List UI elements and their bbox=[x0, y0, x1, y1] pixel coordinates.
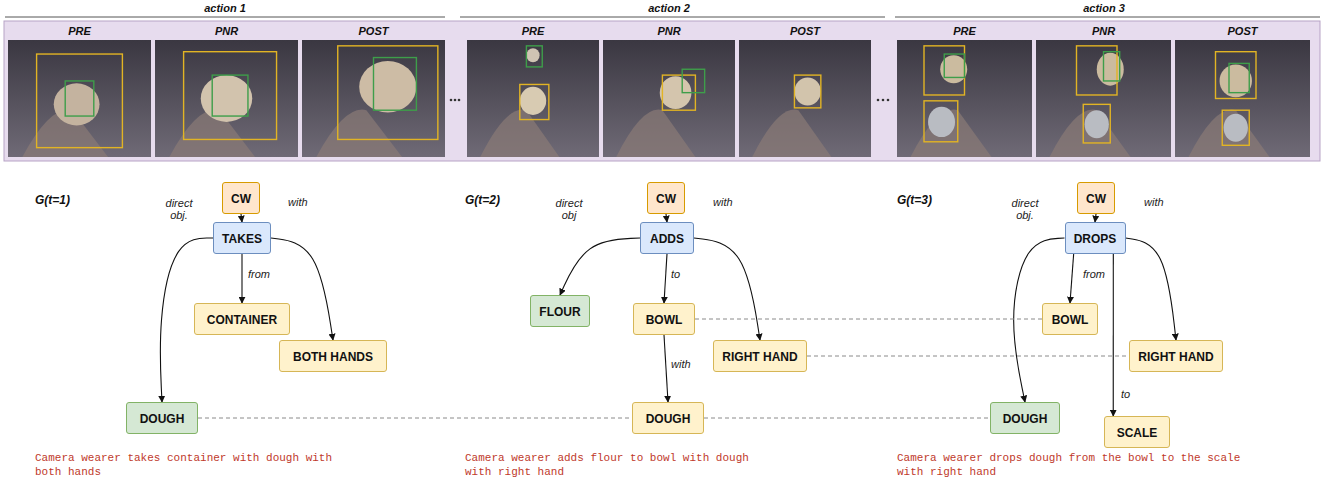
frame-tag: POST bbox=[790, 25, 820, 38]
identity-link bbox=[704, 418, 990, 419]
edge-label: with bbox=[287, 196, 309, 208]
node-label: SCALE bbox=[1117, 426, 1158, 440]
node-label: DOUGH bbox=[646, 412, 691, 426]
node-label: DOUGH bbox=[140, 412, 185, 426]
node-label: CW bbox=[1086, 192, 1106, 206]
object-node: SCALE bbox=[1104, 416, 1170, 448]
object-node: RIGHT HAND bbox=[1129, 340, 1223, 372]
object-node: BOTH HANDS bbox=[279, 340, 387, 372]
video-frame bbox=[739, 40, 871, 157]
caption-text: Camera wearer adds flour to bowl with do… bbox=[465, 451, 765, 479]
node-label: DROPS bbox=[1074, 232, 1117, 246]
graph-title: G(t=3) bbox=[897, 193, 932, 207]
frame-tag: POST bbox=[1228, 25, 1258, 38]
node-label: DOUGH bbox=[1003, 412, 1048, 426]
verb-node: DROPS bbox=[1065, 222, 1126, 254]
edge-label: direct obj. bbox=[1003, 197, 1047, 221]
ellipsis-dot bbox=[458, 99, 461, 102]
frame-tag: PRE bbox=[522, 25, 545, 38]
edge-label: from bbox=[1082, 268, 1106, 280]
video-frame bbox=[603, 40, 735, 157]
frame-tag: PRE bbox=[953, 25, 976, 38]
edge-label: with bbox=[670, 358, 692, 370]
edge-label: to bbox=[1120, 388, 1131, 400]
agent-node: CW bbox=[222, 182, 260, 214]
frame-tag: PRE bbox=[68, 25, 91, 38]
relation-arrow bbox=[1113, 254, 1114, 416]
video-frame bbox=[467, 40, 599, 157]
edge-label: to bbox=[670, 268, 681, 280]
frame-tag: PNR bbox=[1092, 25, 1115, 38]
node-label: ADDS bbox=[650, 232, 684, 246]
node-label: CW bbox=[231, 192, 251, 206]
video-band bbox=[4, 21, 1320, 161]
video-frame bbox=[8, 40, 151, 157]
frame-tag: POST bbox=[359, 25, 389, 38]
identity-link bbox=[695, 319, 1042, 320]
relation-arrow bbox=[560, 238, 640, 295]
ellipsis-dot bbox=[454, 99, 457, 102]
edge-label: from bbox=[247, 268, 271, 280]
relation-arrow bbox=[1070, 254, 1074, 303]
relation-arrow bbox=[1095, 214, 1096, 222]
graph-title: G(t=1) bbox=[35, 193, 70, 207]
caption-text: Camera wearer takes container with dough… bbox=[35, 451, 345, 479]
video-frame bbox=[1036, 40, 1171, 157]
object-node: DOUGH bbox=[632, 402, 704, 434]
relation-arrow bbox=[664, 254, 667, 303]
identity-link bbox=[807, 356, 1129, 357]
node-label: RIGHT HAND bbox=[722, 350, 797, 364]
node-label: BOWL bbox=[1052, 313, 1089, 327]
identity-link bbox=[198, 418, 632, 419]
relation-arrow bbox=[241, 254, 242, 303]
video-frame bbox=[302, 40, 445, 157]
header-rule bbox=[460, 17, 885, 18]
action-header: action 1 bbox=[204, 2, 246, 15]
ellipsis-dot bbox=[450, 99, 453, 102]
edge-label: direct obj. bbox=[158, 197, 200, 221]
node-label: TAKES bbox=[222, 232, 262, 246]
agent-node: CW bbox=[1077, 182, 1115, 214]
node-label: CONTAINER bbox=[207, 313, 277, 327]
verb-node: TAKES bbox=[213, 222, 271, 254]
ellipsis-dot bbox=[877, 99, 880, 102]
object-node: DOUGH bbox=[990, 402, 1060, 434]
relation-arrow bbox=[1126, 238, 1177, 340]
agent-node: CW bbox=[647, 182, 685, 214]
frame-tag: PNR bbox=[657, 25, 680, 38]
frame-tag: PNR bbox=[215, 25, 238, 38]
edge-label: with bbox=[712, 196, 734, 208]
edge-label: with bbox=[1143, 196, 1165, 208]
relation-arrow bbox=[694, 238, 760, 340]
node-label: BOWL bbox=[646, 313, 683, 327]
graph-title: G(t=2) bbox=[465, 193, 500, 207]
ellipsis-dot bbox=[882, 99, 885, 102]
video-frame bbox=[897, 40, 1032, 157]
caption-text: Camera wearer drops dough from the bowl … bbox=[897, 451, 1257, 479]
action-header: action 3 bbox=[1083, 2, 1125, 15]
relation-arrow bbox=[241, 214, 242, 222]
relation-arrow bbox=[666, 214, 667, 222]
object-node: BOWL bbox=[1042, 303, 1098, 335]
node-label: FLOUR bbox=[539, 305, 580, 319]
verb-node: ADDS bbox=[640, 222, 694, 254]
object-node: FLOUR bbox=[530, 295, 590, 327]
node-label: RIGHT HAND bbox=[1138, 350, 1213, 364]
node-label: CW bbox=[656, 192, 676, 206]
object-node: BOWL bbox=[633, 303, 695, 335]
header-rule bbox=[895, 17, 1320, 18]
video-frame bbox=[1175, 40, 1310, 157]
node-label: BOTH HANDS bbox=[293, 350, 373, 364]
object-node: RIGHT HAND bbox=[713, 340, 807, 372]
ellipsis-dot bbox=[887, 99, 890, 102]
relation-arrow bbox=[664, 335, 668, 402]
object-node: DOUGH bbox=[126, 402, 198, 434]
video-frame bbox=[155, 40, 298, 157]
action-header: action 2 bbox=[648, 2, 690, 15]
header-rule bbox=[5, 17, 445, 18]
edge-label: direct obj bbox=[548, 197, 590, 221]
object-node: CONTAINER bbox=[194, 303, 290, 335]
